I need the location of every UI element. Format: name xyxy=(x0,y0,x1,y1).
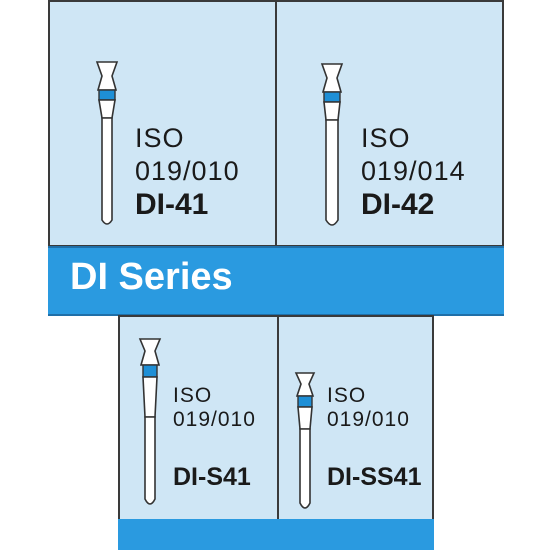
product-card-di-s41: ISO 019/010 DI-S41 xyxy=(118,315,279,525)
series-band: DI Series xyxy=(48,246,504,316)
dental-bur-icon xyxy=(95,61,119,225)
product-name: DI-42 xyxy=(361,188,435,221)
product-card-di-ss41: ISO 019/010 DI-SS41 xyxy=(277,315,434,525)
dental-bur-icon xyxy=(320,63,344,226)
iso-code: 019/014 xyxy=(361,156,466,186)
series-title: DI Series xyxy=(70,256,233,298)
product-name: DI-41 xyxy=(135,188,209,221)
dental-bur-icon xyxy=(294,372,316,509)
iso-label: ISO xyxy=(135,123,185,153)
product-name: DI-SS41 xyxy=(327,463,422,491)
product-card-di-42: ISO 019/014 DI-42 xyxy=(275,0,504,247)
iso-label: ISO xyxy=(327,384,367,407)
iso-label: ISO xyxy=(361,123,411,153)
product-card-di-41: ISO 019/010 DI-41 xyxy=(48,0,277,247)
dental-bur-icon xyxy=(138,338,162,505)
iso-code: 019/010 xyxy=(327,408,410,431)
bottom-band xyxy=(118,519,434,550)
iso-code: 019/010 xyxy=(135,156,240,186)
product-name: DI-S41 xyxy=(173,463,251,491)
iso-code: 019/010 xyxy=(173,408,256,431)
iso-label: ISO xyxy=(173,384,213,407)
